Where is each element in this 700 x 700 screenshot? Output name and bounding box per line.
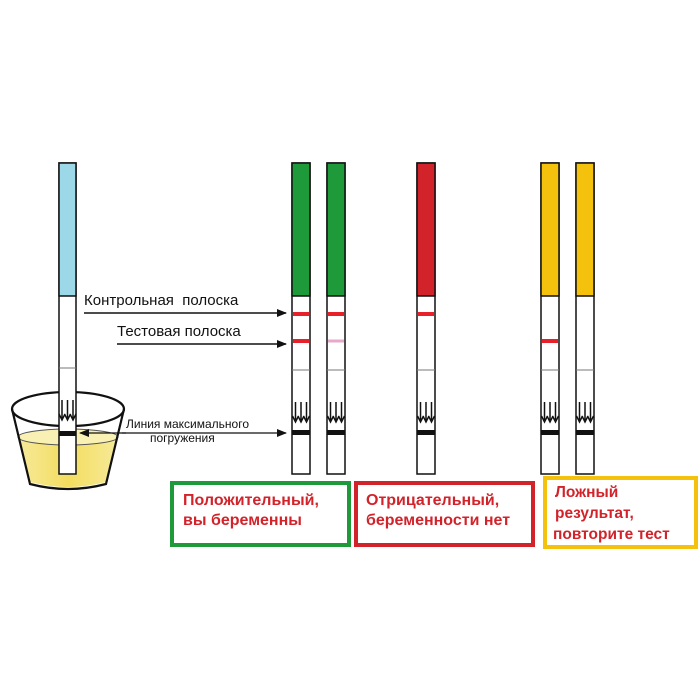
cup-body bbox=[10, 408, 126, 491]
test-strip-false-5 bbox=[575, 162, 595, 475]
strip-arrows-icon bbox=[540, 402, 560, 424]
strip-max-line bbox=[576, 430, 594, 435]
control-line-mark bbox=[418, 312, 434, 316]
strip-max-line bbox=[417, 430, 435, 435]
strip-colored-end bbox=[416, 162, 436, 297]
strip-max-line bbox=[327, 430, 345, 435]
test-strip-positive-2 bbox=[326, 162, 346, 475]
strip-arrows-icon bbox=[416, 402, 436, 424]
strip-colored-end bbox=[575, 162, 595, 297]
dip-strip bbox=[58, 162, 77, 475]
control-line-mark bbox=[328, 312, 344, 316]
dip-strip-max-line bbox=[59, 431, 76, 436]
result-strips bbox=[291, 162, 595, 475]
dip-strip-arrows-icon bbox=[58, 400, 77, 422]
control-line-label: Контрольная полоска bbox=[84, 292, 239, 309]
test-strip-positive-1 bbox=[291, 162, 311, 475]
positive-result-line2: вы беременны bbox=[183, 512, 302, 529]
test-line-mark bbox=[293, 339, 309, 343]
dip-strip-top bbox=[58, 162, 77, 297]
test-line-label: Тестовая полоска bbox=[117, 323, 241, 340]
negative-result-line2: беременности нет bbox=[366, 512, 511, 529]
test-strip-negative-3 bbox=[416, 162, 436, 475]
false-result-line3: повторите тест bbox=[553, 526, 670, 543]
annotations: Контрольная полоска Тестовая полоска Лин… bbox=[79, 292, 287, 445]
test-strip-false-4 bbox=[540, 162, 560, 475]
max-immersion-label-1: Линия максимального bbox=[126, 417, 249, 431]
negative-result-line1: Отрицательный, bbox=[366, 492, 500, 509]
negative-result-box: Отрицательный, беременности нет bbox=[354, 481, 535, 547]
false-result-line1: Ложный bbox=[555, 484, 619, 501]
max-immersion-label-2: погружения bbox=[150, 431, 215, 445]
strip-arrows-icon bbox=[291, 402, 311, 424]
strip-colored-end bbox=[540, 162, 560, 297]
test-line-mark bbox=[542, 339, 558, 343]
strip-colored-end bbox=[291, 162, 311, 297]
test-line-mark-faint bbox=[328, 339, 344, 343]
strip-arrows-icon bbox=[326, 402, 346, 424]
false-result-box: Ложный результат, повторите тест bbox=[543, 476, 698, 549]
strip-arrows-icon bbox=[575, 402, 595, 424]
strip-colored-end bbox=[326, 162, 346, 297]
control-line-mark bbox=[293, 312, 309, 316]
false-result-line2: результат, bbox=[555, 505, 634, 522]
positive-result-line1: Положительный, bbox=[183, 492, 319, 509]
strip-max-line bbox=[541, 430, 559, 435]
positive-result-box: Положительный, вы беременны bbox=[170, 481, 351, 547]
strip-max-line bbox=[292, 430, 310, 435]
